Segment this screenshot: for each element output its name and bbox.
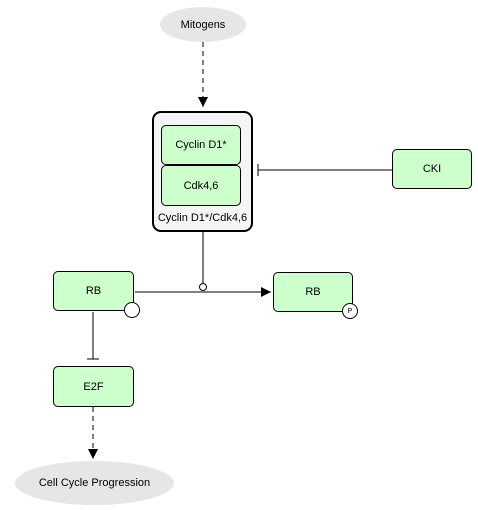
e2f-label: E2F (83, 380, 104, 393)
catalysis-marker (199, 283, 207, 291)
rb-label: RB (85, 285, 102, 297)
rb-phospho-label: RB (305, 286, 321, 298)
cdk46-node[interactable]: Cdk4,6 (161, 165, 241, 206)
e2f-node[interactable]: E2F (53, 366, 134, 407)
mitogens-label: Mitogens (180, 18, 226, 31)
cyclin-d1-node[interactable]: Cyclin D1* (161, 125, 241, 165)
phospho-state-label: P (347, 307, 353, 315)
cki-label: CKI (422, 163, 442, 175)
cyclin-d1-label: Cyclin D1* (175, 139, 227, 151)
rb-phospho-node[interactable]: RB P (273, 272, 358, 319)
rb-state-variable (124, 302, 140, 318)
complex-label: Cyclin D1*/Cdk4,6 (157, 212, 248, 224)
cki-node[interactable]: CKI (392, 149, 472, 189)
rb-node[interactable]: RB (53, 271, 140, 318)
cell-cycle-progression-node[interactable]: Cell Cycle Progression (15, 461, 174, 505)
cell-cycle-progression-label: Cell Cycle Progression (38, 477, 151, 489)
mitogens-node[interactable]: Mitogens (160, 7, 246, 42)
cdk46-label: Cdk4,6 (183, 179, 219, 192)
phospho-state-variable: P (342, 303, 358, 319)
